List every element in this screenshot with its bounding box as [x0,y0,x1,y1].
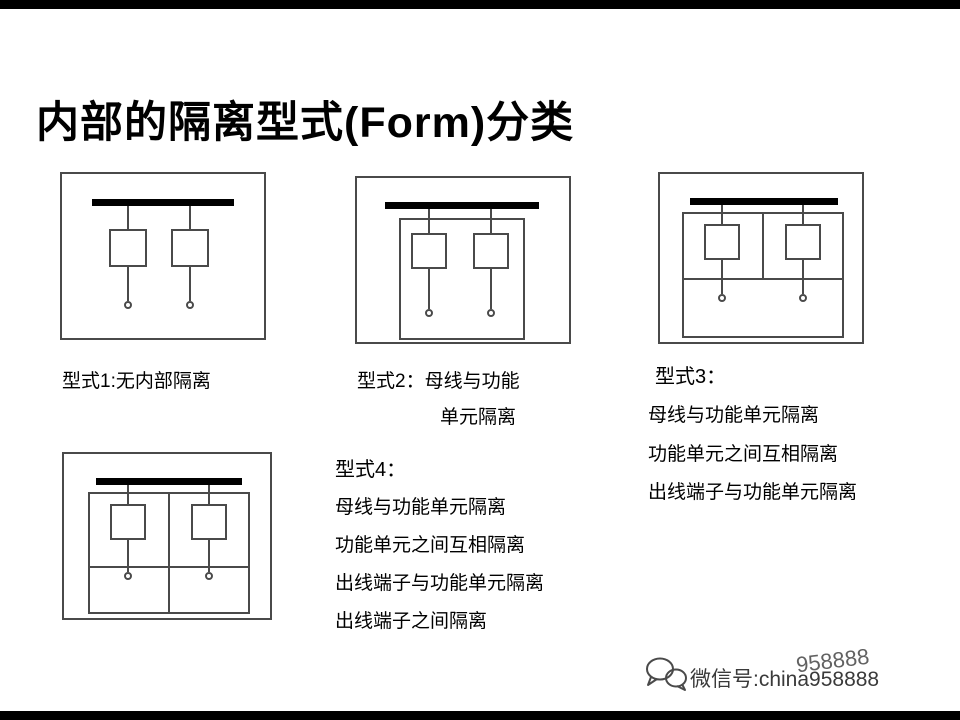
outgoing-terminal [487,309,495,317]
conductor-line [721,260,723,294]
conductor-line [127,267,129,301]
form4-diagram [62,452,272,620]
functional-unit [785,224,821,260]
busbar [96,478,242,485]
partition-divider [88,566,250,568]
form4-title: 型式4： [335,459,407,481]
outgoing-terminal [205,572,213,580]
conductor-line [208,540,210,572]
compartment [399,218,525,340]
functional-unit [473,233,509,269]
slide-title: 内部的隔离型式(Form)分类 [36,99,575,147]
functional-unit [110,504,146,540]
form4-line: 出线端子与功能单元隔离 [335,573,545,594]
partition-divider [168,492,170,614]
conductor-line [189,206,191,229]
form3-diagram [658,172,864,344]
busbar [385,202,539,209]
functional-unit [411,233,447,269]
conductor-line [127,485,129,504]
conductor-line [490,269,492,309]
outgoing-terminal [425,309,433,317]
top-border-bar [0,0,960,9]
conductor-line [490,209,492,233]
busbar [92,199,234,206]
watermark-text: 微信号:china958888 [690,668,880,691]
form1-label: 型式1:无内部隔离 [62,371,211,392]
form3-line: 功能单元之间互相隔离 [648,444,839,465]
partition-divider [682,278,844,280]
outgoing-terminal [186,301,194,309]
outgoing-terminal [124,301,132,309]
form4-line: 功能单元之间互相隔离 [335,535,526,556]
functional-unit [109,229,147,267]
conductor-line [428,209,430,233]
conductor-line [428,269,430,309]
conductor-line [721,205,723,224]
wechat-icon [644,656,688,697]
conductor-line [208,485,210,504]
outgoing-terminal [799,294,807,302]
form3-line: 出线端子与功能单元隔离 [648,482,858,503]
functional-unit [704,224,740,260]
form2-label-line2: 单元隔离 [440,407,517,428]
bottom-border-bar [0,711,960,720]
partition-divider [762,212,764,278]
form2-diagram [355,176,571,344]
outgoing-terminal [124,572,132,580]
form3-line: 母线与功能单元隔离 [648,405,820,426]
form4-line: 出线端子之间隔离 [335,611,488,632]
conductor-line [189,267,191,301]
form1-diagram [60,172,266,340]
conductor-line [802,205,804,224]
conductor-line [127,540,129,572]
form4-line: 母线与功能单元隔离 [335,497,507,518]
form3-title: 型式3： [655,366,727,388]
busbar [690,198,838,205]
outgoing-terminal [718,294,726,302]
conductor-line [127,206,129,229]
form2-label-line1: 型式2：母线与功能 [357,371,520,392]
functional-unit [191,504,227,540]
functional-unit [171,229,209,267]
conductor-line [802,260,804,294]
